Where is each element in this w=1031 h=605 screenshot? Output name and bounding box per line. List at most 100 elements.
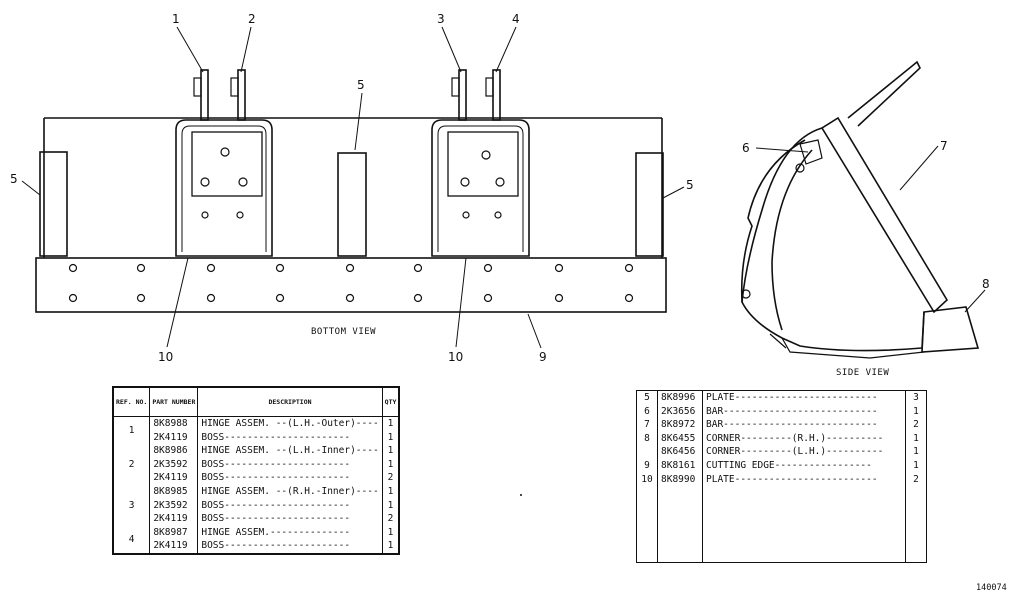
description: CORNER---------(R.H.)----------: [702, 431, 906, 446]
part-number: 8K8987: [149, 525, 199, 540]
description: BOSS----------------------: [197, 539, 383, 554]
description: HINGE ASSEM. --(L.H.-Inner)----: [197, 444, 383, 458]
part-number: 2K3592: [149, 498, 199, 513]
table-filler-row: [636, 486, 927, 563]
part-number: 2K4119: [149, 512, 199, 526]
part-number: 8K6456: [657, 445, 703, 459]
qty: 1: [381, 525, 400, 540]
description: BOSS----------------------: [197, 498, 383, 513]
qty: 1: [381, 416, 400, 431]
description: PLATE-------------------------: [702, 472, 906, 487]
hinge-plate-right: [431, 69, 530, 257]
callout-6: 6: [742, 141, 750, 155]
callout-10-left: 10: [158, 350, 173, 364]
description: HINGE ASSEM.--------------: [197, 525, 383, 540]
table-row: 9 8K8161 CUTTING EDGE----------------- 1: [636, 458, 927, 473]
part-number: 8K6455: [657, 431, 703, 446]
table-row: 4 8K8987 HINGE ASSEM.-------------- 1: [112, 525, 400, 554]
part-number: 8K8988: [149, 416, 199, 431]
bucket-side-view: [740, 60, 986, 359]
qty: 1: [905, 404, 927, 419]
part-number: 2K4119: [149, 430, 199, 445]
callout-9: 9: [539, 350, 547, 364]
callout-4: 4: [512, 12, 520, 26]
qty: 1: [905, 458, 927, 473]
ref-cell: 10: [636, 472, 658, 487]
qty: 2: [381, 512, 400, 526]
ref-cell: 6: [636, 404, 658, 419]
ref-cell: 7: [636, 418, 658, 432]
cutting-edge: [35, 257, 667, 313]
description: BAR---------------------------: [702, 418, 906, 432]
hinge-plate-left: [175, 69, 273, 257]
header-ref-no: REF. NO.: [112, 387, 151, 417]
qty: 1: [905, 445, 927, 459]
callout-1: 1: [172, 12, 180, 26]
part-number: 2K4119: [149, 539, 199, 554]
description: BOSS----------------------: [197, 430, 383, 445]
description: HINGE ASSEM. --(R.H.-Inner)----: [197, 484, 383, 499]
part-number: 2K3656: [657, 404, 703, 419]
cutting-edge-bolt-holes: [68, 263, 634, 303]
qty: 1: [381, 444, 400, 458]
description: BOSS----------------------: [197, 457, 383, 472]
ref-cell: 8: [636, 431, 658, 446]
table-row: 7 8K8972 BAR--------------------------- …: [636, 418, 927, 432]
description: CORNER---------(L.H.)----------: [702, 445, 906, 459]
table-row: 10 8K8990 PLATE-------------------------…: [636, 472, 927, 487]
hinge-lug-1: [200, 69, 209, 121]
ref-cell: [636, 445, 658, 459]
hinge-lug-3: [458, 69, 467, 121]
wear-plate-left: [39, 151, 68, 257]
parts-table-left: REF. NO. PART NUMBER DESCRIPTION QTY 1 8…: [112, 386, 401, 555]
qty: 1: [381, 430, 400, 445]
callout-5-left: 5: [10, 172, 18, 186]
bottom-view-leaders: [21, 26, 685, 349]
description: HINGE ASSEM. --(L.H.-Outer)----: [197, 416, 383, 431]
wear-plate-center: [337, 152, 367, 257]
part-number: 8K8161: [657, 458, 703, 473]
table-row: 3 8K8985 HINGE ASSEM. --(R.H.-Inner)----…: [112, 484, 400, 526]
qty: 1: [381, 457, 400, 472]
description: PLATE-------------------------: [702, 390, 906, 405]
part-number: 8K8990: [657, 472, 703, 487]
table-row: 2K3592 BOSS---------------------- 1: [113, 457, 400, 472]
qty: 1: [905, 431, 927, 446]
bucket-bottom-view: [21, 26, 685, 349]
table-row: 8K6456 CORNER---------(L.H.)---------- 1: [636, 445, 927, 459]
ref-cell: 3: [112, 484, 151, 526]
part-number: 2K4119: [149, 471, 199, 485]
part-number: 8K8986: [149, 444, 199, 458]
table-row: 6 2K3656 BAR--------------------------- …: [636, 404, 927, 419]
table-row: 2K4119 BOSS---------------------- 2: [113, 512, 400, 526]
qty: 1: [381, 539, 400, 554]
hinge-lug-2: [237, 69, 246, 121]
table-row: 2K4119 BOSS---------------------- 2: [113, 471, 400, 485]
table-row: 2K4119 BOSS---------------------- 1: [113, 539, 400, 554]
qty: 2: [905, 472, 927, 487]
description: CUTTING EDGE-----------------: [702, 458, 906, 473]
callout-3: 3: [437, 12, 445, 26]
hinge-lug-4: [492, 69, 501, 121]
side-view-caption: SIDE VIEW: [836, 368, 889, 378]
table-row: 8 8K6455 CORNER---------(R.H.)----------…: [636, 431, 927, 446]
callout-5-center: 5: [357, 78, 365, 92]
figure-number: 140074: [976, 583, 1007, 593]
header-qty: QTY: [381, 387, 400, 417]
callout-8: 8: [982, 277, 990, 291]
ref-cell: 5: [636, 390, 658, 405]
part-number: 8K8972: [657, 418, 703, 432]
ref-cell: 4: [112, 525, 151, 554]
table-row: 2 8K8986 HINGE ASSEM. --(L.H.-Inner)----…: [112, 444, 400, 485]
qty: 1: [381, 484, 400, 499]
description: BOSS----------------------: [197, 471, 383, 485]
part-number: 8K8985: [149, 484, 199, 499]
description: BOSS----------------------: [197, 512, 383, 526]
callout-7: 7: [940, 139, 948, 153]
qty: 1: [381, 498, 400, 513]
ref-cell: 1: [112, 416, 151, 445]
table-row: 2K3592 BOSS---------------------- 1: [113, 498, 400, 513]
part-number: 2K3592: [149, 457, 199, 472]
header-part-number: PART NUMBER: [149, 387, 199, 417]
